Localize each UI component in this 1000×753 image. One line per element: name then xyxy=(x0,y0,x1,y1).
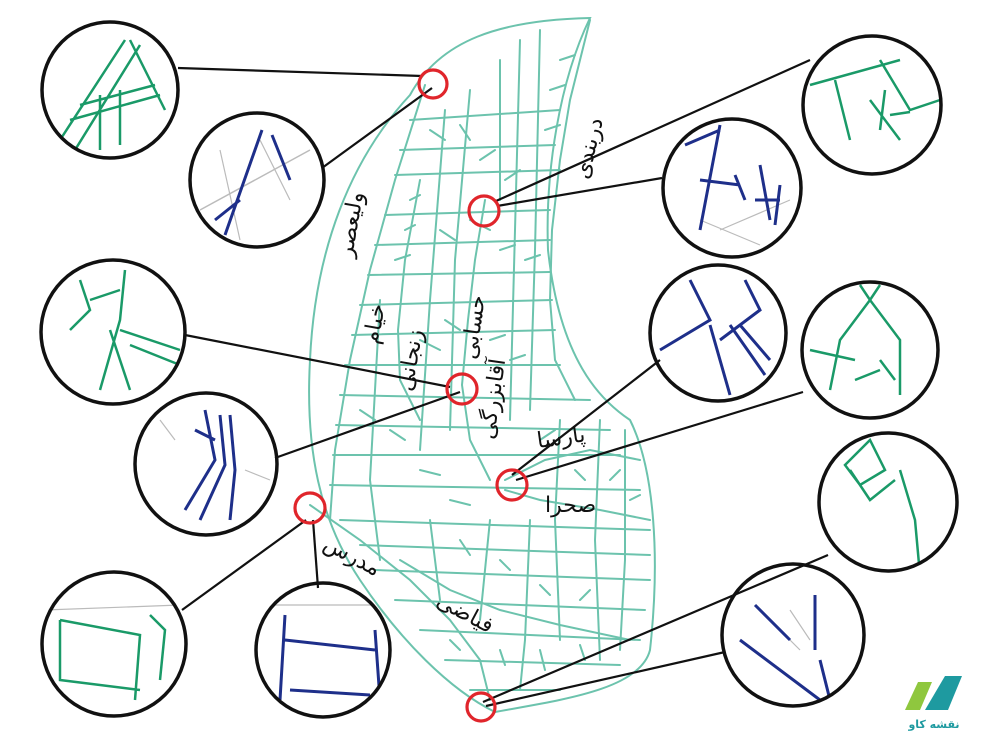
marker-modarres xyxy=(293,491,327,525)
detail-circle-darband-navy xyxy=(661,117,803,259)
street-label-modarres: مدرس xyxy=(319,531,384,582)
detail-circle-darband-green xyxy=(801,34,943,176)
street-label-sahra: صحرا xyxy=(545,493,596,518)
street-modarres xyxy=(309,504,491,701)
street-label-hesabi: حسابی xyxy=(457,294,491,361)
location-markers xyxy=(293,68,529,723)
detail-circle-khayyam-navy xyxy=(133,391,279,537)
detail-circle-fayazi-green xyxy=(817,431,959,573)
street-valiasr xyxy=(329,84,426,521)
street-label-valiasr: ولیعصر xyxy=(333,190,369,260)
connector-lines xyxy=(177,58,829,708)
marker-darband xyxy=(467,194,501,228)
detail-circle-parsa-green xyxy=(800,280,940,420)
marker-valiasr-north xyxy=(417,68,449,100)
marker-parsa xyxy=(495,468,529,502)
detail-circle-modarres-green xyxy=(40,570,188,718)
marker-khayyam-hesabi xyxy=(445,372,479,406)
street-hesabi xyxy=(460,199,491,481)
detail-circle-khayyam-green xyxy=(39,258,187,406)
detail-circle-valiasr-green xyxy=(40,20,180,160)
marker-fayazi-south xyxy=(465,691,497,723)
street-fayazi xyxy=(399,559,631,641)
street-label-khayyam: خیام xyxy=(359,302,391,346)
logo-text: نقشه کاو xyxy=(907,718,959,731)
detail-circle-modarres-navy xyxy=(254,581,392,719)
detail-circle-parsa-navy xyxy=(648,263,788,403)
street-khayyam xyxy=(396,179,421,421)
street-darband xyxy=(548,19,591,401)
logo: نقشه کاو xyxy=(905,676,962,731)
logo-mark-left xyxy=(905,682,932,710)
logo-mark-right xyxy=(925,676,962,710)
detail-circle-valiasr-navy xyxy=(188,111,326,249)
street-label-darband: دربندی xyxy=(570,115,609,181)
district-outline xyxy=(308,16,656,714)
detail-circle-fayazi-navy xyxy=(720,562,866,708)
